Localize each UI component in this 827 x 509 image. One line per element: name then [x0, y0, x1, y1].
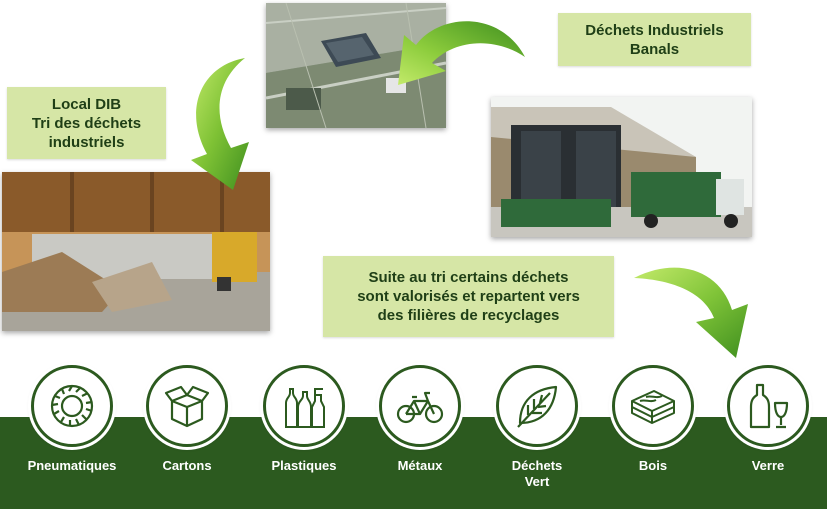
- valorisation-box: Suite au tri certains déchets sont valor…: [323, 256, 614, 337]
- bottles-icon: [285, 388, 325, 428]
- warehouse-truck-photo: [491, 97, 752, 237]
- sorting-hall-photo: [2, 172, 270, 331]
- valorisation-line3: des filières de recyclages: [377, 307, 560, 324]
- category-label: Déchets Vert: [482, 458, 592, 490]
- box-icon: [164, 385, 210, 428]
- category-label: Plastiques: [271, 458, 337, 473]
- wood-planks-icon: [631, 390, 675, 424]
- category-label: Bois: [638, 458, 668, 473]
- category-label-line2: Vert: [524, 474, 550, 489]
- dib-title-box: Déchets Industriels Banals: [558, 13, 751, 66]
- local-dib-line1: Local DIB: [51, 95, 122, 113]
- wine-glass-icon: [749, 383, 789, 429]
- local-dib-line2: Tri des déchets: [31, 114, 142, 132]
- category-label: Métaux: [397, 458, 443, 473]
- bicycle-icon: [396, 391, 444, 424]
- curved-arrow-icon: [634, 267, 748, 358]
- dib-title-line2: Banals: [629, 40, 680, 58]
- local-dib-line3: industriels: [48, 133, 125, 151]
- dib-title-line1: Déchets Industriels: [585, 21, 724, 39]
- curved-arrow-icon: [191, 58, 249, 190]
- aerial-site-photo: [266, 3, 446, 128]
- leaf-icon: [517, 385, 558, 428]
- curved-arrow-icon: [398, 21, 525, 85]
- valorisation-line2: sont valorisés et repartent vers: [357, 288, 580, 305]
- category-label: Cartons: [162, 458, 212, 473]
- local-dib-box: Local DIB Tri des déchets industriels: [7, 87, 166, 159]
- valorisation-line1: Suite au tri certains déchets: [368, 269, 569, 286]
- category-label: Verre: [751, 458, 785, 473]
- tire-icon: [50, 384, 94, 428]
- category-label-line1: Déchets: [511, 458, 563, 473]
- category-label: Pneumatiques: [27, 458, 117, 473]
